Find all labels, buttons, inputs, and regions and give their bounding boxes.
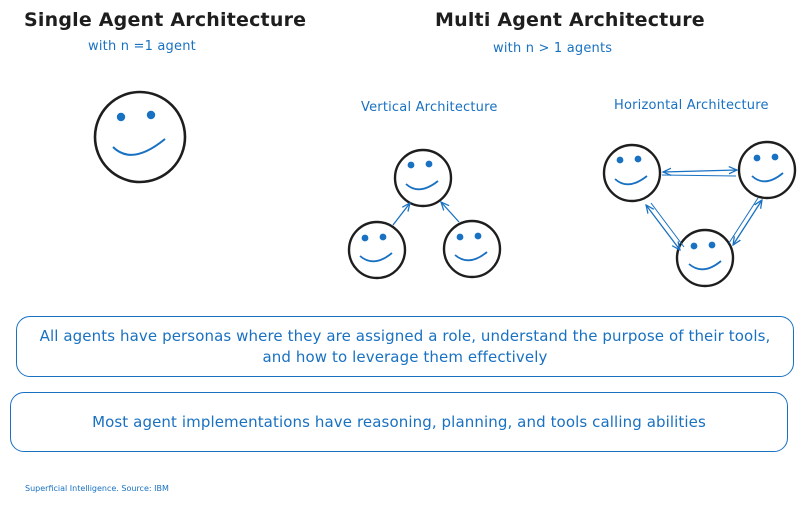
single-agent-smiley-icon <box>93 90 187 184</box>
vertical-right-agent-smiley-icon <box>442 219 502 279</box>
source-footer: Superficial Intelligence. Source: IBM <box>25 484 169 493</box>
personas-note-box: All agents have personas where they are … <box>16 316 794 377</box>
personas-note-text: All agents have personas where they are … <box>39 326 771 366</box>
horizontal-architecture-label: Horizontal Architecture <box>614 98 769 113</box>
single-agent-title: Single Agent Architecture <box>24 9 307 31</box>
vertical-architecture-label: Vertical Architecture <box>361 100 498 115</box>
vertical-left-agent-smiley-icon <box>347 220 407 280</box>
horizontal-right-agent-smiley-icon <box>737 140 797 200</box>
vertical-top-agent-smiley-icon <box>393 148 453 208</box>
abilities-note-text: Most agent implementations have reasonin… <box>92 412 706 431</box>
abilities-note-box: Most agent implementations have reasonin… <box>10 392 788 452</box>
horizontal-bidirectional-arrow-icon <box>646 170 762 250</box>
horizontal-left-agent-smiley-icon <box>602 143 662 203</box>
multi-agent-title: Multi Agent Architecture <box>435 9 705 31</box>
single-agent-subtitle: with n =1 agent <box>88 39 196 54</box>
multi-agent-subtitle: with n > 1 agents <box>493 41 613 56</box>
horizontal-bottom-agent-smiley-icon <box>675 228 735 288</box>
vertical-arrows <box>392 202 460 226</box>
